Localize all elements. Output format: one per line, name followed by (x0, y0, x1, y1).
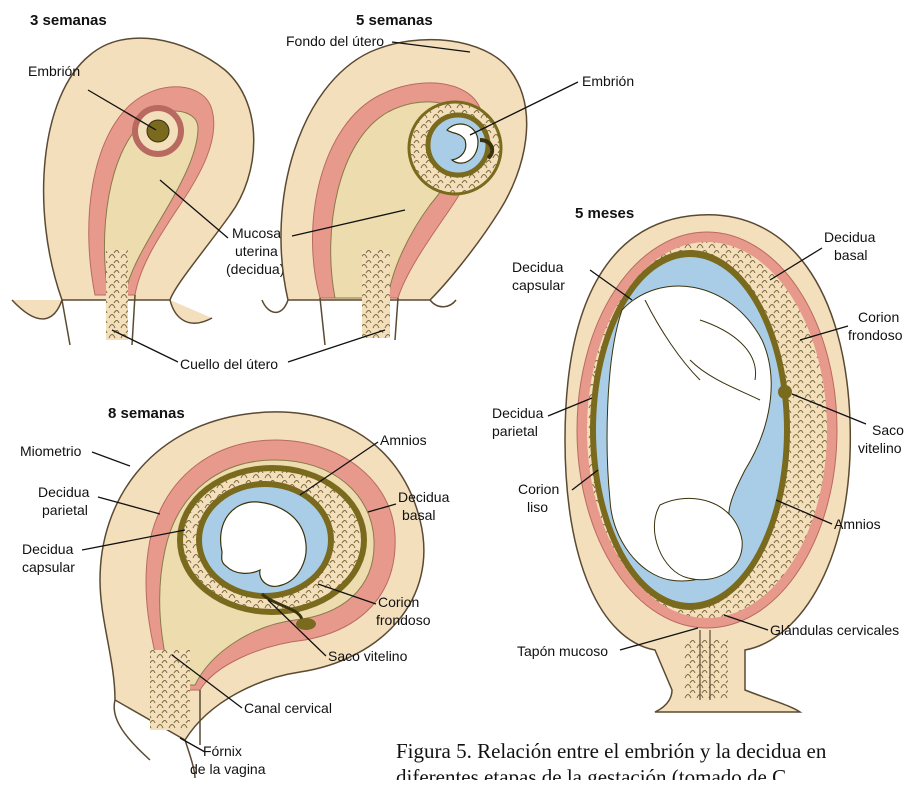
label-3w-mucosa-2: uterina (235, 243, 278, 259)
label-5m-parietal-2: parietal (492, 423, 538, 439)
label-5m-glands: Glándulas cervicales (770, 622, 899, 638)
leader-cervix-3w (112, 330, 178, 362)
leader-cervix-5w (288, 330, 385, 362)
title-3-weeks: 3 semanas (30, 12, 107, 29)
label-5m-capsular-2: capsular (512, 277, 565, 293)
label-8w-myometrium: Miometrio (20, 443, 82, 459)
label-5m-capsular-1: Decidua (512, 259, 564, 275)
cervix-3w-glands (106, 250, 128, 340)
label-5m-plug: Tapón mucoso (517, 643, 608, 659)
panel-8-weeks: 8 semanas Miometrio Decidua parietal Dec… (20, 405, 450, 778)
label-8w-parietal-1: Decidua (38, 484, 90, 500)
label-8w-basal-2: basal (402, 507, 435, 523)
cervix-5w-glands (362, 250, 390, 338)
title-5-months: 5 meses (575, 205, 634, 222)
yolk-sac-8w-bulb (296, 618, 316, 630)
caption-line-1: Figura 5. Relación entre el embrión y la… (396, 739, 827, 763)
label-8w-capsular-1: Decidua (22, 541, 74, 557)
yolk-sac-5m (778, 385, 792, 399)
label-3w-mucosa-1: Mucosa (232, 225, 281, 241)
leader-8w-fornix (180, 738, 205, 752)
label-5m-basal-1: Decidua (824, 229, 876, 245)
label-5w-embryo: Embrión (582, 73, 634, 89)
label-5w-fundus: Fondo del útero (286, 33, 384, 49)
label-8w-basal-1: Decidua (398, 489, 450, 505)
label-8w-fornix-1: Fórnix (203, 743, 242, 759)
label-3w-mucosa-3: (decidua) (226, 261, 284, 277)
title-5-weeks: 5 semanas (356, 12, 433, 29)
label-5m-parietal-1: Decidua (492, 405, 544, 421)
label-5m-smooth-2: liso (527, 499, 548, 515)
label-5m-basal-2: basal (834, 247, 867, 263)
cervix-8w-glands (150, 650, 190, 730)
label-5m-amnion: Amnios (834, 516, 881, 532)
title-8-weeks: 8 semanas (108, 405, 185, 422)
label-5m-chorion-2: frondoso (848, 327, 903, 343)
label-8w-chorion-1: Corion (378, 594, 419, 610)
label-cervix: Cuello del útero (180, 356, 278, 372)
label-5m-chorion-1: Corion (858, 309, 899, 325)
label-5m-yolk-2: vitelino (858, 440, 902, 456)
label-5m-yolk-1: Saco (872, 422, 904, 438)
label-8w-canal: Canal cervical (244, 700, 332, 716)
caption-line-2: diferentes etapas de la gestación (tomad… (396, 765, 786, 780)
label-8w-yolk: Saco vitelino (328, 648, 408, 664)
label-8w-fornix-2: de la vagina (190, 761, 266, 777)
cervix-5m-glands (684, 640, 728, 700)
label-8w-capsular-2: capsular (22, 559, 75, 575)
embryo-3w (147, 120, 169, 142)
label-5m-smooth-1: Corion (518, 481, 559, 497)
leader-8w-myometrium (92, 452, 130, 466)
label-8w-chorion-2: frondoso (376, 612, 431, 628)
label-8w-parietal-2: parietal (42, 502, 88, 518)
panel-5-months: 5 meses Decidua basal Decidua capsular C… (492, 205, 904, 712)
panel-3-weeks: 3 semanas Embrión Mucosa uterina (decidu… (12, 12, 284, 345)
label-8w-amnion: Amnios (380, 432, 427, 448)
label-3w-embryo: Embrión (28, 63, 80, 79)
